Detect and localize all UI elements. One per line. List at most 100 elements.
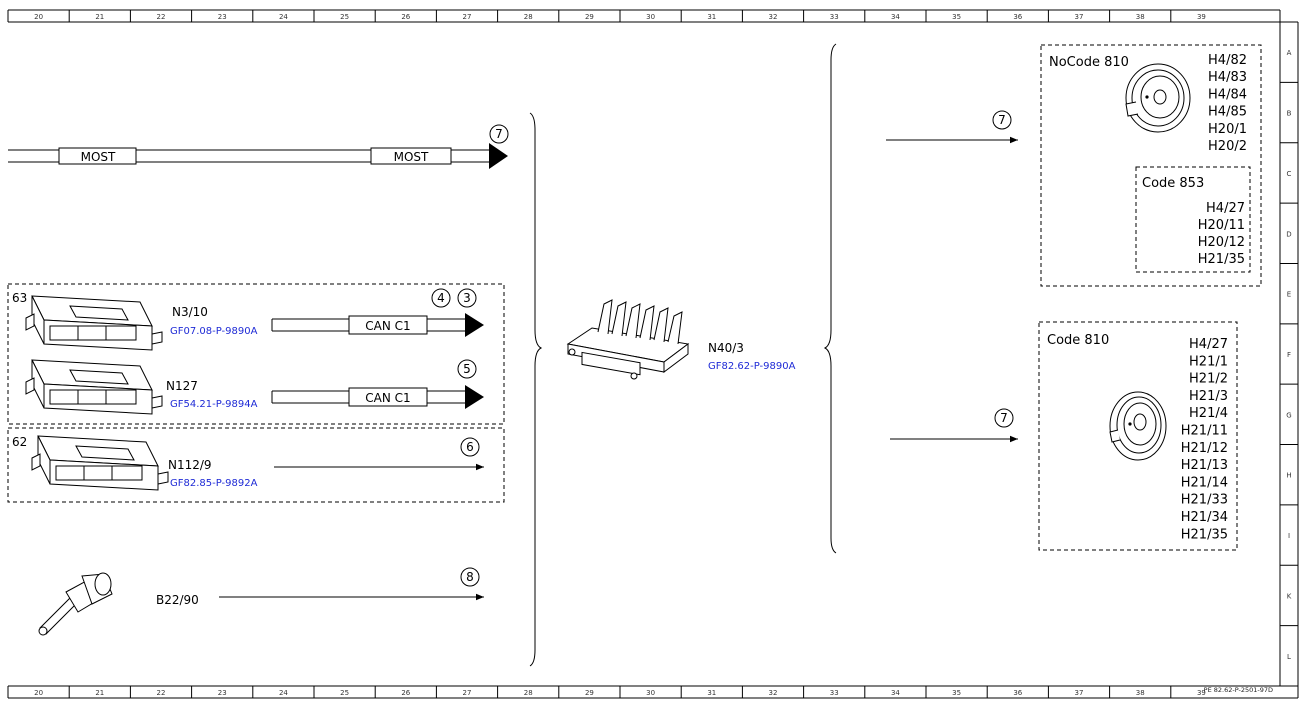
document-reference: PE 82.62-P-2501-97D bbox=[1204, 686, 1273, 694]
marker-6-circle bbox=[460, 437, 480, 457]
nocode-810-box bbox=[1040, 44, 1262, 287]
marker-5: 5 bbox=[463, 362, 471, 376]
row-label: L bbox=[1287, 653, 1291, 661]
most-bus: MOST MOST 7 bbox=[8, 124, 509, 169]
group-62-label: 62 bbox=[12, 435, 27, 449]
n127-link[interactable]: GF54.21-P-9894A bbox=[170, 399, 258, 410]
column-label: 26 bbox=[401, 689, 410, 697]
most-label-box-2 bbox=[370, 147, 452, 165]
marker-3: 3 bbox=[463, 291, 471, 305]
n3-10-link[interactable]: GF07.08-P-9890A bbox=[170, 326, 258, 337]
marker-6: 6 bbox=[466, 440, 474, 454]
column-label: 22 bbox=[157, 13, 166, 21]
column-label: 37 bbox=[1075, 689, 1084, 697]
most-label-1: MOST bbox=[81, 150, 116, 164]
marker-4-circle bbox=[431, 288, 451, 308]
row-label: K bbox=[1287, 592, 1292, 600]
component-designation: H21/34 bbox=[1181, 510, 1228, 525]
component-designation: H4/82 bbox=[1208, 53, 1247, 68]
column-label: 30 bbox=[646, 13, 655, 21]
row-label: B bbox=[1287, 110, 1292, 118]
code-810-list: H4/27H21/1H21/2H21/3H21/4H21/11H21/12H21… bbox=[1181, 337, 1228, 542]
component-designation: H21/1 bbox=[1189, 354, 1228, 369]
column-label: 23 bbox=[218, 689, 227, 697]
column-label: 39 bbox=[1197, 689, 1206, 697]
column-label: 33 bbox=[830, 13, 839, 21]
column-label: 36 bbox=[1013, 689, 1022, 697]
component-designation: H21/14 bbox=[1181, 475, 1228, 490]
component-designation: H20/2 bbox=[1208, 139, 1247, 154]
row-label: E bbox=[1287, 291, 1291, 299]
column-label: 21 bbox=[95, 13, 104, 21]
column-label: 35 bbox=[952, 13, 961, 21]
n40-3-name: N40/3 bbox=[708, 341, 744, 355]
group-62-box bbox=[7, 427, 505, 503]
column-label: 26 bbox=[401, 13, 410, 21]
speaker-icon-bottom bbox=[1109, 391, 1167, 461]
column-label: 34 bbox=[891, 13, 900, 21]
column-label: 33 bbox=[830, 689, 839, 697]
column-label: 31 bbox=[707, 13, 716, 21]
n3-10-name: N3/10 bbox=[172, 305, 208, 319]
row-label: I bbox=[1288, 532, 1290, 540]
most-label-2: MOST bbox=[394, 150, 429, 164]
code-810-box bbox=[1038, 321, 1238, 551]
n112-9-module-icon bbox=[31, 435, 169, 491]
column-label: 35 bbox=[952, 689, 961, 697]
can-c1-bus-2: CAN C1 bbox=[271, 385, 484, 409]
n127-name: N127 bbox=[166, 379, 198, 393]
column-label: 21 bbox=[95, 689, 104, 697]
column-label: 38 bbox=[1136, 13, 1145, 21]
column-label: 24 bbox=[279, 13, 288, 21]
code-853-box bbox=[1135, 166, 1251, 273]
column-label: 29 bbox=[585, 689, 594, 697]
group-63-box bbox=[7, 283, 505, 425]
input-brace bbox=[529, 112, 543, 667]
b22-90-name: B22/90 bbox=[156, 593, 199, 607]
row-label: D bbox=[1286, 230, 1291, 238]
component-designation: H4/83 bbox=[1208, 70, 1247, 85]
column-label: 24 bbox=[279, 689, 288, 697]
column-label: 32 bbox=[769, 13, 778, 21]
n40-3-control-unit-icon bbox=[566, 299, 690, 380]
n112-9-name: N112/9 bbox=[168, 458, 212, 472]
component-designation: H21/33 bbox=[1181, 493, 1228, 508]
component-designation: H4/27 bbox=[1206, 201, 1245, 216]
speaker-icon-top bbox=[1125, 63, 1191, 133]
column-label: 28 bbox=[524, 689, 533, 697]
column-label: 27 bbox=[463, 13, 472, 21]
most-arrow-head bbox=[489, 143, 508, 169]
output-marker-bottom: 7 bbox=[1000, 411, 1008, 425]
output-marker-bottom-circle bbox=[994, 408, 1014, 428]
column-label: 34 bbox=[891, 689, 900, 697]
can-c1-bus-1: CAN C1 bbox=[271, 313, 484, 337]
output-brace bbox=[823, 43, 837, 554]
component-designation: H21/12 bbox=[1181, 441, 1228, 456]
can-c1-label-1: CAN C1 bbox=[365, 319, 410, 333]
row-label: G bbox=[1286, 411, 1291, 419]
can-c1-label-2: CAN C1 bbox=[365, 391, 410, 405]
component-designation: H20/11 bbox=[1198, 218, 1245, 233]
nocode-810-title: NoCode 810 bbox=[1049, 55, 1129, 70]
row-label: H bbox=[1286, 472, 1291, 480]
column-label: 28 bbox=[524, 13, 533, 21]
column-label: 30 bbox=[646, 689, 655, 697]
n40-3-link[interactable]: GF82.62-P-9890A bbox=[708, 361, 796, 372]
n127-module-icon bbox=[25, 359, 163, 415]
component-designation: H21/2 bbox=[1189, 372, 1228, 387]
row-label: C bbox=[1287, 170, 1292, 178]
marker-8-circle bbox=[460, 567, 480, 587]
group-63-label: 63 bbox=[12, 291, 27, 305]
column-label: 25 bbox=[340, 689, 349, 697]
n112-9-link[interactable]: GF82.85-P-9892A bbox=[170, 478, 258, 489]
column-label: 29 bbox=[585, 13, 594, 21]
b22-90-sensor-icon bbox=[38, 572, 113, 636]
row-label: F bbox=[1287, 351, 1291, 359]
n3-10-module-icon bbox=[25, 295, 163, 351]
column-label: 39 bbox=[1197, 13, 1206, 21]
